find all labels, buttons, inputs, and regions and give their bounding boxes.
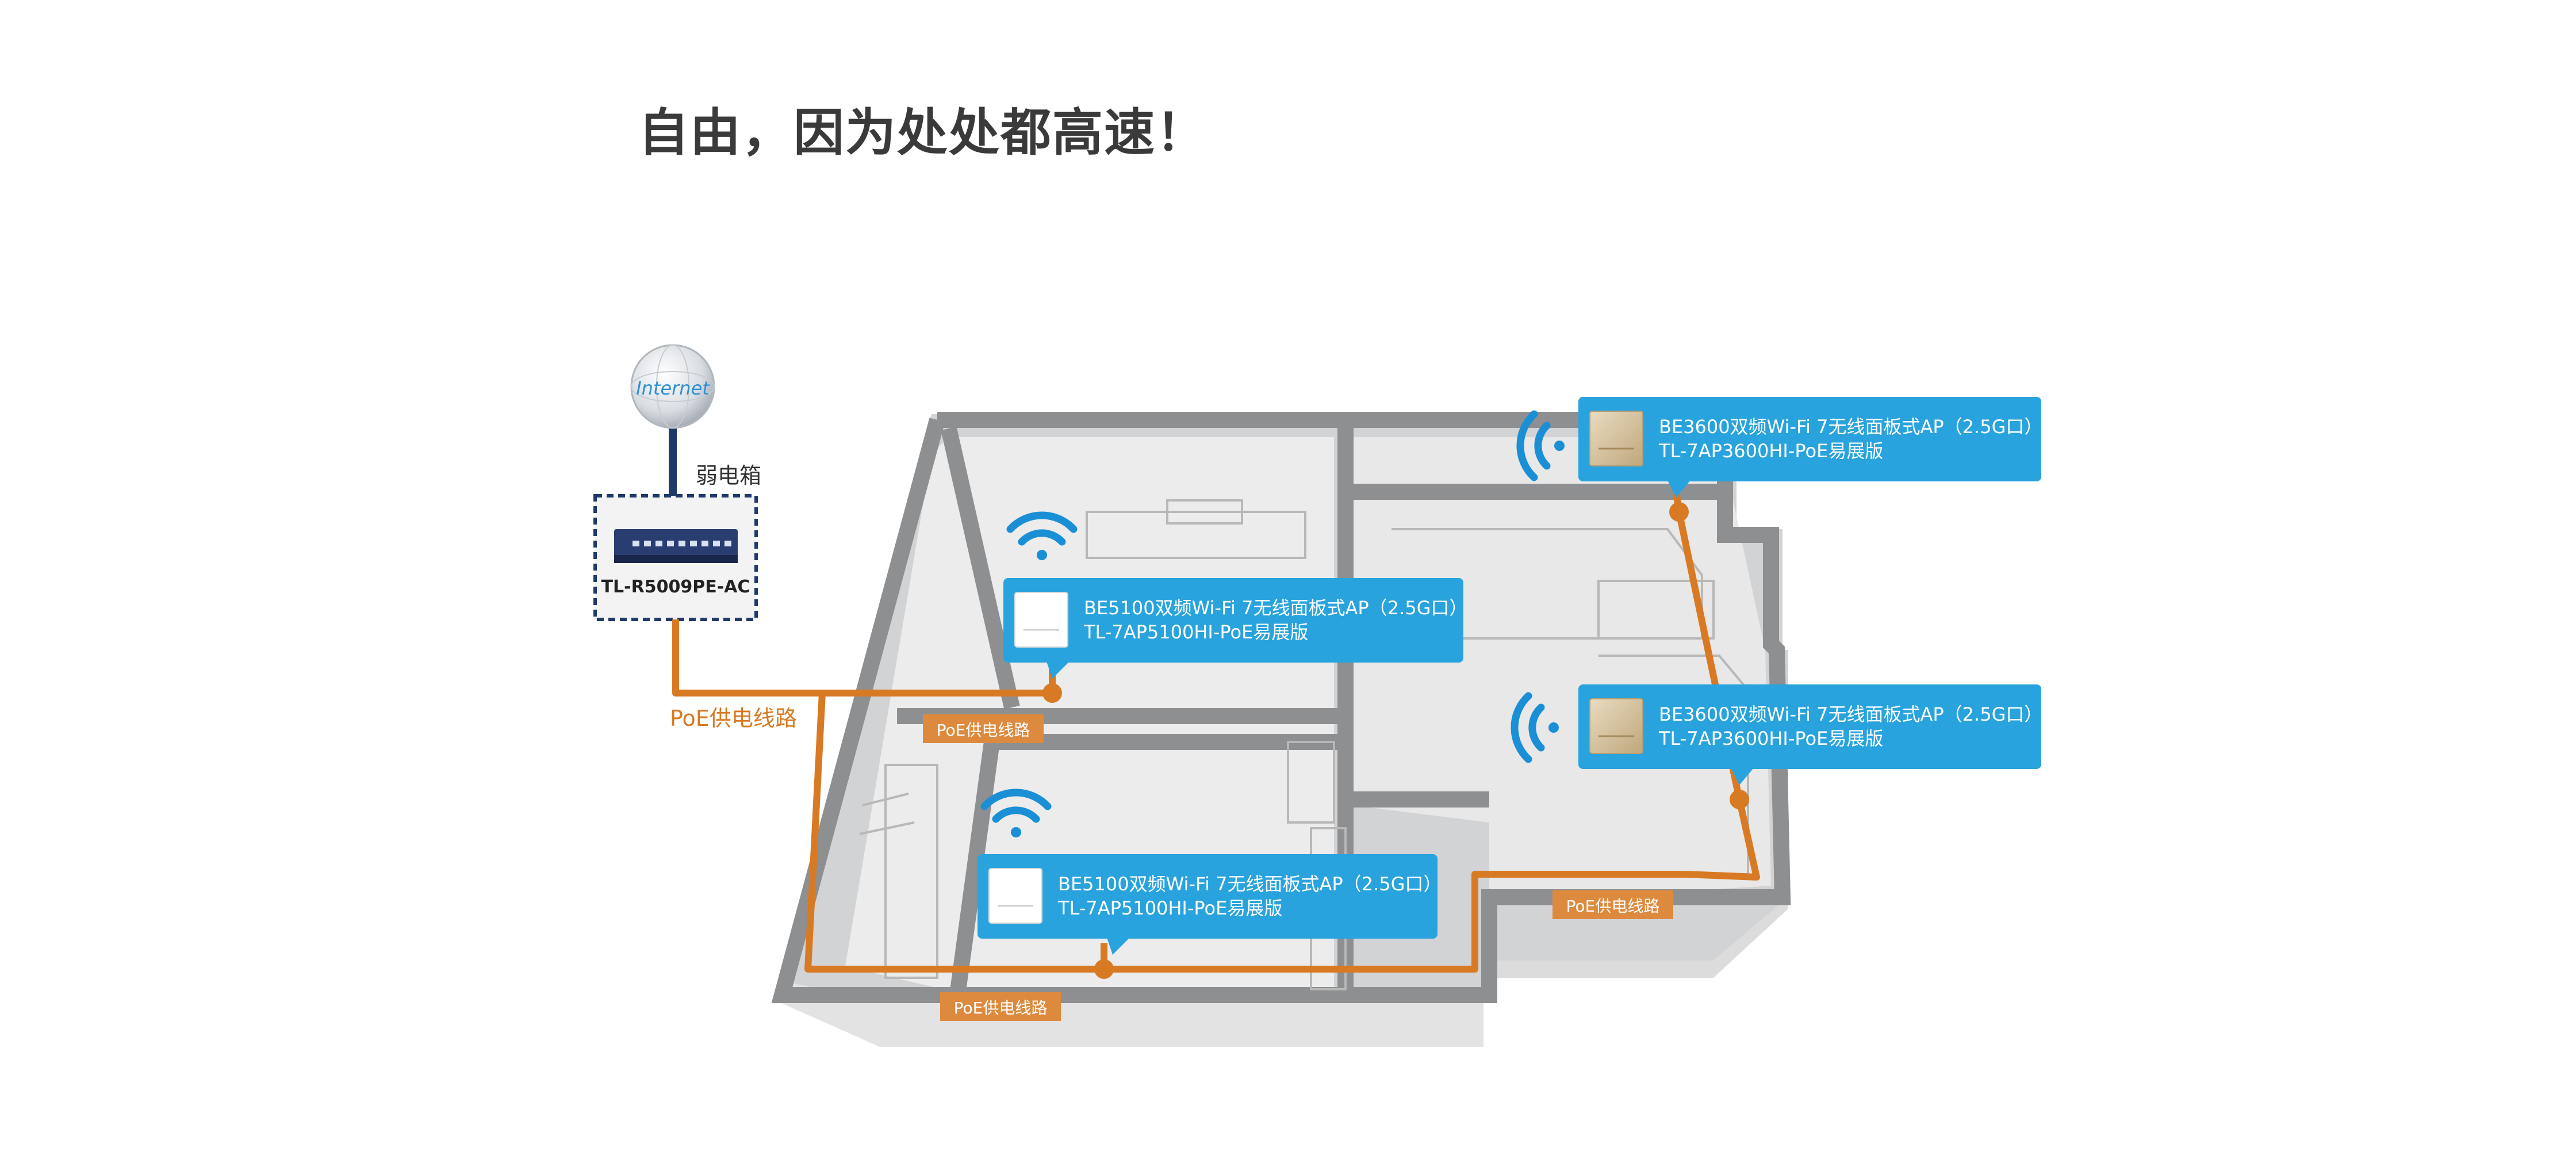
ap-2-line2: TL-7AP5100HI-PoE易展版 <box>1057 897 1282 919</box>
right-wall-face <box>1483 897 1788 978</box>
ap-callout-1: BE5100双频Wi-Fi 7无线面板式AP（2.5G口） TL-7AP5100… <box>1003 578 1467 679</box>
router-model: TL-R5009PE-AC <box>601 577 750 597</box>
ap-4-line1: BE3600双频Wi-Fi 7无线面板式AP（2.5G口） <box>1659 703 2042 725</box>
poe-tag-1: PoE供电线路 <box>923 714 1044 743</box>
weak-box-label: 弱电箱 <box>696 463 761 488</box>
poe-junctions <box>1042 502 1749 979</box>
ap-4-line2: TL-7AP3600HI-PoE易展版 <box>1658 728 1883 749</box>
ap-callout-3: BE3600双频Wi-Fi 7无线面板式AP（2.5G口） TL-7AP3600… <box>1578 397 2042 498</box>
stair-line-2 <box>859 821 915 835</box>
ap-1-line1: BE5100双频Wi-Fi 7无线面板式AP（2.5G口） <box>1084 597 1467 619</box>
router-box: TL-R5009PE-AC <box>593 494 758 621</box>
poe-tag-3-text: PoE供电线路 <box>1566 897 1660 916</box>
bathroom-fixture <box>884 764 938 979</box>
poe-tag-3: PoE供电线路 <box>1552 890 1673 919</box>
poe-dot-ap3 <box>1669 502 1689 522</box>
poe-tag-1-text: PoE供电线路 <box>937 721 1030 740</box>
desk <box>1287 741 1335 824</box>
ap-panel-icon <box>1014 592 1068 648</box>
router-device <box>614 529 738 561</box>
ap-3-line2: TL-7AP3600HI-PoE易展版 <box>1658 440 1883 462</box>
floor-area-right <box>1351 437 1771 903</box>
wifi-icon-2 <box>980 789 1052 837</box>
wifi-icon-1 <box>1006 511 1078 560</box>
poe-tag-2: PoE供电线路 <box>940 992 1061 1021</box>
bed-outline <box>1086 511 1306 559</box>
ap-3-line1: BE3600双频Wi-Fi 7无线面板式AP（2.5G口） <box>1659 416 2042 438</box>
poe-dot-ap2 <box>1094 959 1114 979</box>
wall-upper-left-room <box>941 426 1020 710</box>
cabinet-right <box>1597 580 1715 640</box>
ap-callout-4: BE3600双频Wi-Fi 7无线面板式AP（2.5G口） TL-7AP3600… <box>1578 684 2042 785</box>
wall-left-inner <box>949 741 1000 996</box>
poe-dot-ap4 <box>1730 790 1749 809</box>
wifi-icon-4 <box>1511 692 1559 763</box>
wifi-icon-3 <box>1516 410 1565 481</box>
ap-callout-2: BE5100双频Wi-Fi 7无线面板式AP（2.5G口） TL-7AP5100… <box>977 854 1442 955</box>
poe-main-label: PoE供电线路 <box>670 706 797 731</box>
ap-1-line2: TL-7AP5100HI-PoE易展版 <box>1083 621 1308 643</box>
poe-line-main <box>672 619 1685 973</box>
internet-globe: Internet <box>630 344 715 498</box>
stair-line-1 <box>862 793 909 806</box>
ap-panel-icon <box>988 868 1042 924</box>
ap-2-line1: BE5100双频Wi-Fi 7无线面板式AP（2.5G口） <box>1058 873 1442 895</box>
poe-dot-ap1 <box>1042 683 1062 703</box>
pillow <box>1166 499 1243 525</box>
poe-tag-2-text: PoE供电线路 <box>954 998 1048 1017</box>
ap-panel-icon-gold <box>1589 698 1643 754</box>
poe-line-riser <box>1676 511 1760 881</box>
ap-panel-icon-gold <box>1589 411 1643 466</box>
internet-label: Internet <box>636 377 710 399</box>
headline: 自由，因为处处都高速！ <box>638 103 1208 162</box>
front-wall-face <box>776 984 1483 1047</box>
